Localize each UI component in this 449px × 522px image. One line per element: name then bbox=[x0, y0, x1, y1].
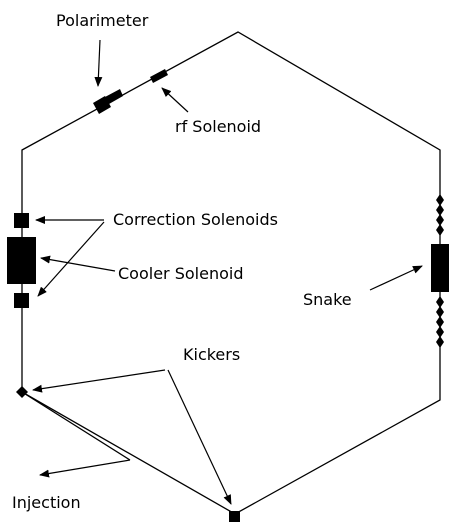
snake-arrow bbox=[369, 265, 423, 291]
kickers-arrow-left bbox=[32, 369, 166, 393]
rf-solenoid-label: rf Solenoid bbox=[175, 117, 261, 136]
injection-line bbox=[21, 391, 131, 461]
cooler-solenoid-arrow bbox=[40, 255, 116, 272]
cooler-solenoid-element bbox=[7, 237, 36, 284]
kicker-left bbox=[16, 386, 28, 398]
injection-label: Injection bbox=[12, 493, 81, 512]
cooler-solenoid-label: Cooler Solenoid bbox=[118, 264, 243, 283]
correction-solenoid-lower bbox=[14, 293, 29, 308]
correction-arrow-lower bbox=[37, 221, 105, 297]
polarimeter-label: Polarimeter bbox=[56, 11, 149, 30]
kickers-arrow-bottom bbox=[167, 369, 232, 505]
injection-arrow bbox=[39, 459, 131, 478]
correction-solenoids-label: Correction Solenoids bbox=[113, 210, 278, 229]
polarimeter-arrow bbox=[94, 39, 103, 87]
rf-solenoid-element bbox=[150, 69, 168, 83]
polarimeter-element bbox=[93, 89, 123, 114]
kicker-bottom bbox=[229, 511, 240, 522]
rf-solenoid-arrow bbox=[161, 87, 189, 113]
snake-label: Snake bbox=[303, 290, 352, 309]
kickers-label: Kickers bbox=[183, 345, 240, 364]
correction-solenoid-upper bbox=[14, 213, 29, 228]
snake-element bbox=[431, 194, 449, 348]
